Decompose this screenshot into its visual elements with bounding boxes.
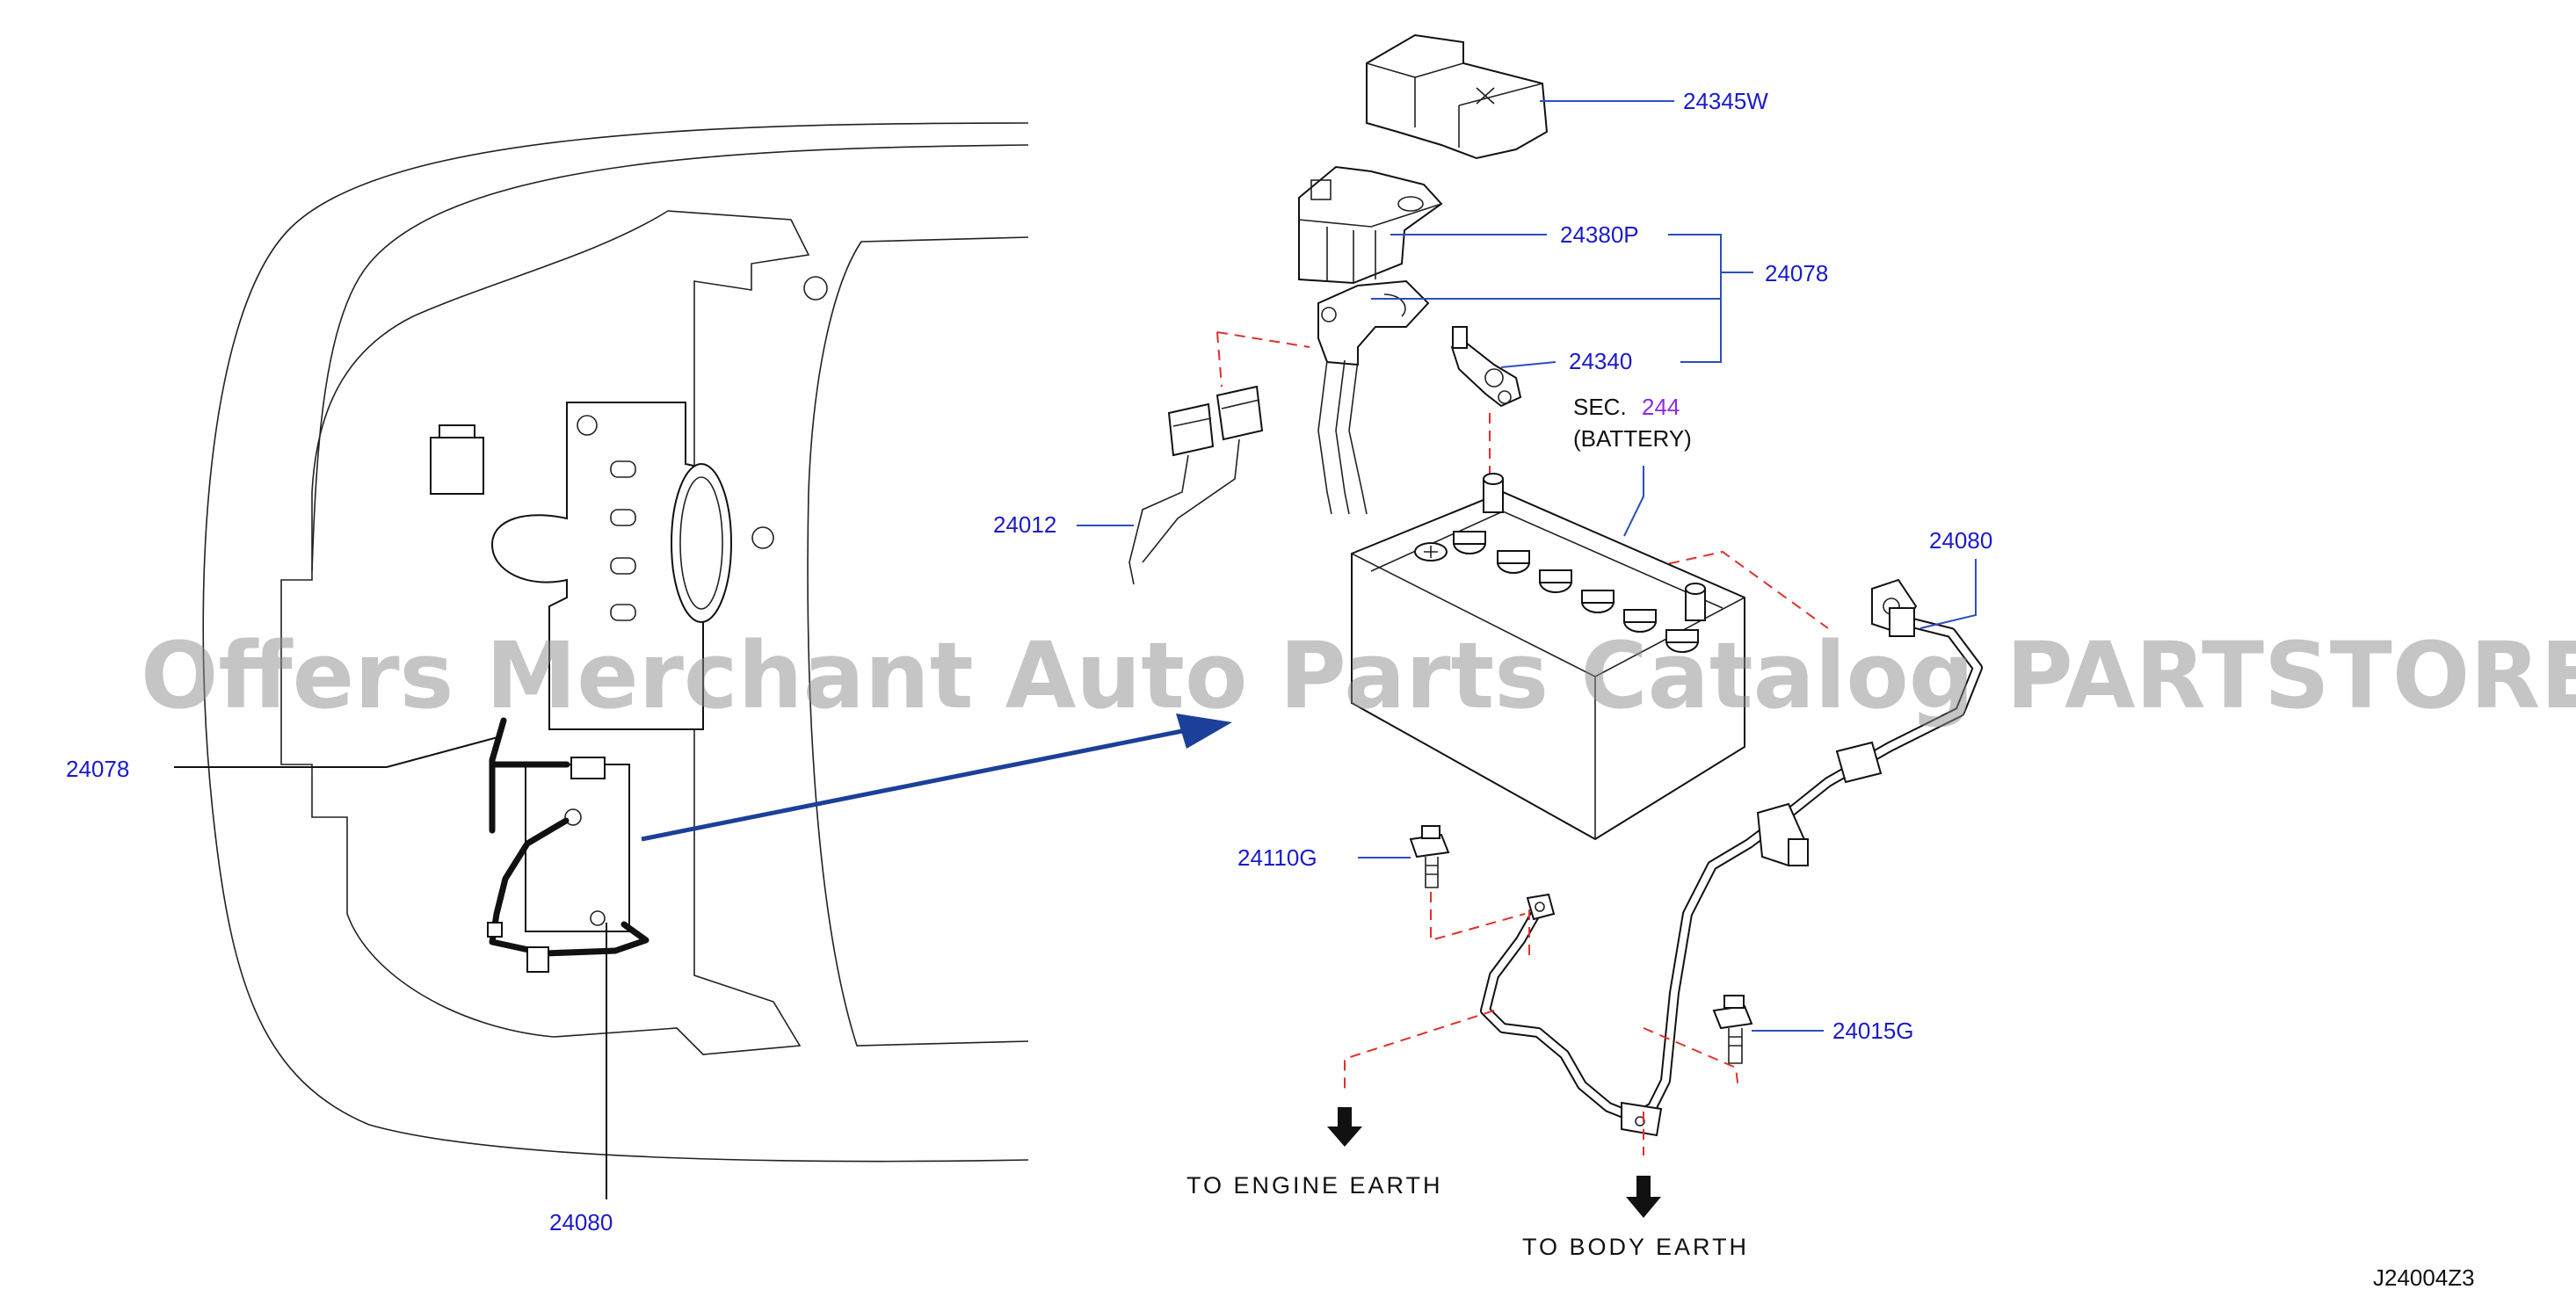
- battery-positive-terminal: [1317, 279, 1430, 366]
- leader-battery: [1623, 466, 1644, 537]
- part-label-24078[interactable]: 24078: [1765, 260, 1828, 286]
- battery-terminal-clamp: [1450, 326, 1522, 408]
- watermark-text: Offers Merchant Auto Parts Catalog PARTS…: [141, 622, 2576, 729]
- section-ref-prefix: SEC.: [1573, 394, 1627, 420]
- detail-pointer-arrowhead: [1176, 714, 1232, 749]
- leader-overview-24078: [174, 735, 502, 768]
- body-earth-note: TO BODY EARTH: [1522, 1234, 1749, 1260]
- part-label-24080[interactable]: 24080: [1929, 527, 1992, 554]
- harness-connector: [1128, 385, 1264, 585]
- figure-code: J24004Z3: [2373, 1264, 2475, 1291]
- leader-24078-bracket: [1668, 234, 1722, 299]
- engine-earth-arrow-icon: [1327, 1107, 1362, 1147]
- engine-earth-note: TO ENGINE EARTH: [1186, 1172, 1443, 1199]
- fusible-link-terminal: [1298, 165, 1443, 285]
- part-label-24340[interactable]: 24340: [1569, 348, 1632, 374]
- body-earth-cable: [1625, 578, 1983, 1126]
- detail-pointer-arrow: [641, 728, 1183, 842]
- part-label-24015G[interactable]: 24015G: [1832, 1018, 1914, 1044]
- body-earth-bolt: [1712, 995, 1753, 1064]
- leader-24078-lower: [1371, 298, 1722, 363]
- part-label-24110G[interactable]: 24110G: [1237, 844, 1317, 871]
- part-label-24012[interactable]: 24012: [993, 511, 1056, 538]
- engine-earth-bolt: [1409, 825, 1450, 888]
- part-label-24345W[interactable]: 24345W: [1683, 88, 1768, 114]
- part-label-overview-24080[interactable]: 24080: [549, 1209, 613, 1235]
- part-label-overview-24078[interactable]: 24078: [66, 756, 129, 782]
- engine-earth-strap: [1480, 893, 1663, 1137]
- battery-terminal-cover: [1366, 33, 1549, 160]
- leader-24080: [1919, 559, 1977, 629]
- section-ref-link[interactable]: 244: [1642, 394, 1680, 420]
- body-earth-arrow-icon: [1626, 1176, 1661, 1218]
- battery: [1351, 473, 1745, 841]
- part-label-24380P[interactable]: 24380P: [1560, 221, 1639, 248]
- leader-24340: [1500, 361, 1556, 368]
- vehicle-overview: [202, 122, 1029, 1163]
- section-ref-battery: (BATTERY): [1573, 425, 1692, 452]
